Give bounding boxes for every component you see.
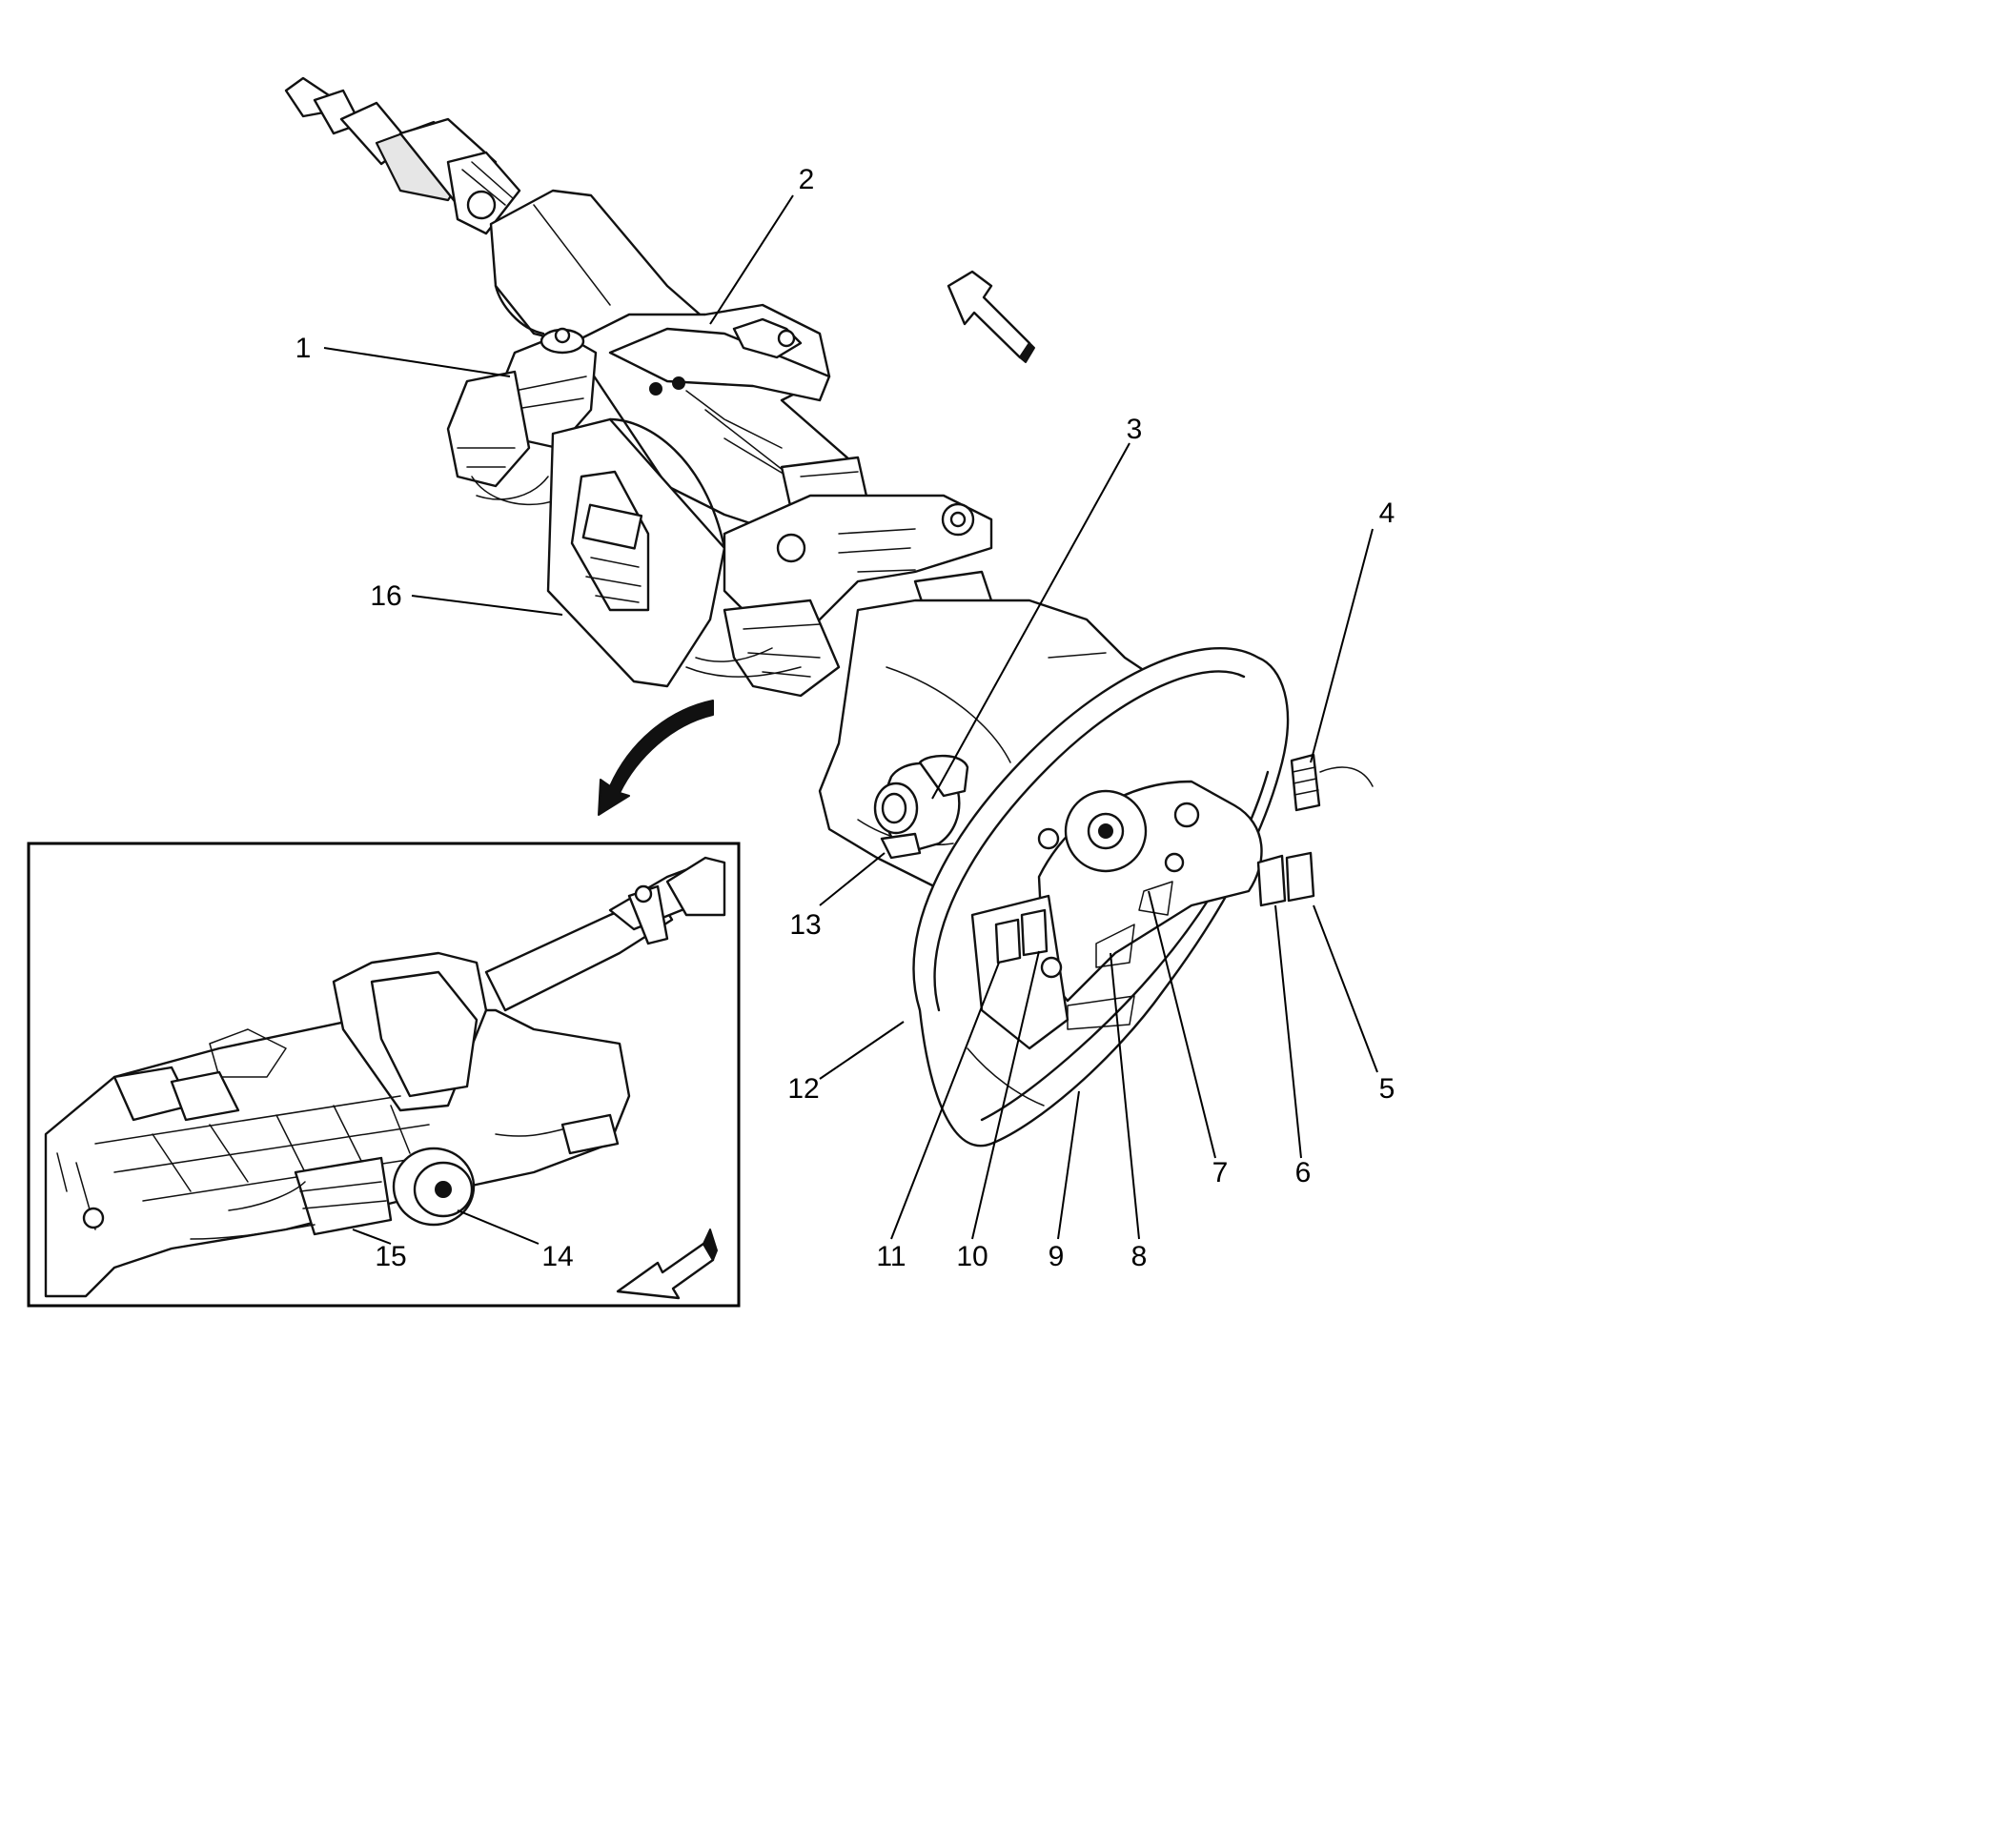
leader-lines: [323, 194, 1378, 1245]
callout-6: 6: [1295, 1157, 1312, 1188]
callout-13: 13: [789, 909, 821, 941]
callout-1: 1: [295, 333, 312, 364]
forward-arrow-icon: [947, 270, 1035, 363]
callout-10: 10: [956, 1241, 988, 1272]
callouts: 1 2 3 4 5 6 7 8 9 10 11 12 13 14 15 16: [295, 164, 1395, 1272]
control-module: [546, 417, 726, 688]
steering-column-diagram: 1 2 3 4 5 6 7 8 9 10 11 12 13 14 15 16: [27, 76, 1395, 1308]
steering-wheel: [912, 646, 1374, 1147]
callout-15: 15: [375, 1241, 406, 1272]
callout-2: 2: [799, 164, 815, 195]
callout-4: 4: [1379, 498, 1395, 529]
detail-inset: [27, 842, 741, 1308]
callout-16: 16: [370, 580, 401, 612]
lower-bracket: [685, 494, 993, 698]
intermediate-shaft: [284, 76, 521, 235]
callout-11: 11: [876, 1241, 906, 1272]
callout-14: 14: [541, 1241, 573, 1272]
callout-7: 7: [1212, 1157, 1229, 1188]
callout-12: 12: [787, 1073, 819, 1105]
tilt-motor: [446, 327, 598, 506]
callout-9: 9: [1049, 1241, 1065, 1272]
callout-8: 8: [1131, 1241, 1148, 1272]
view-arrow-icon: [598, 700, 714, 816]
callout-5: 5: [1379, 1073, 1395, 1105]
ignition-lock: [873, 754, 969, 860]
callout-3: 3: [1127, 414, 1143, 445]
